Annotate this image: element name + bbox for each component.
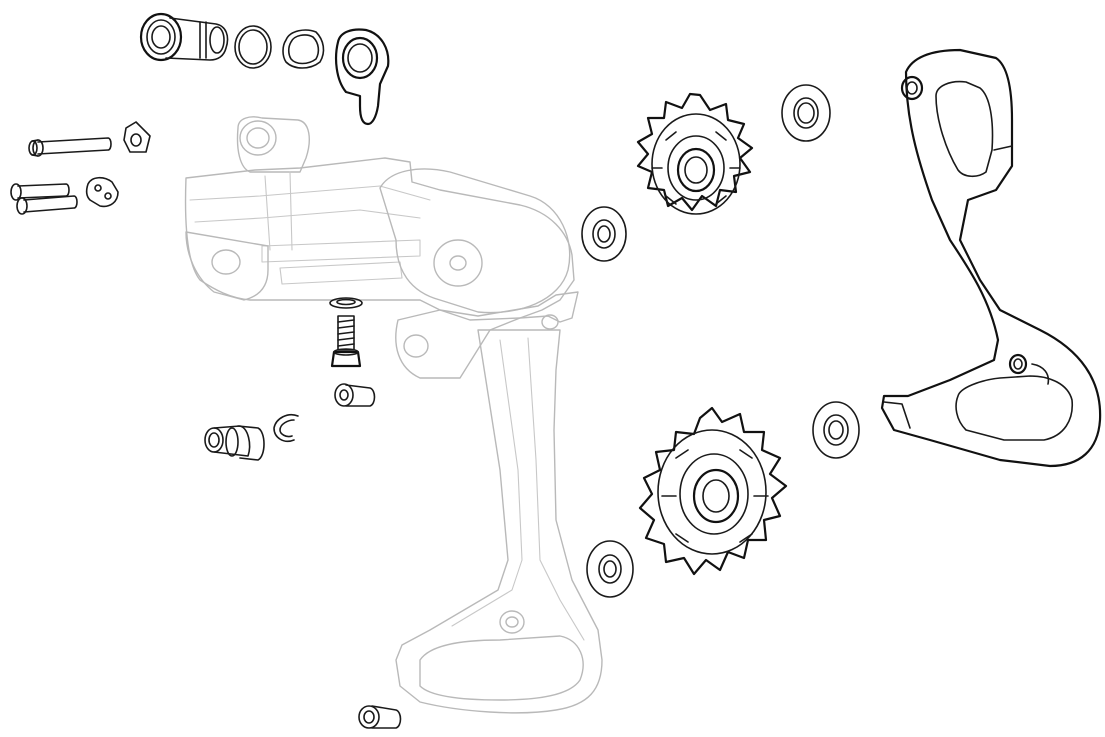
- long-pin-bolt: [28, 137, 112, 157]
- b-tension-plate: [335, 28, 390, 126]
- upper-pulley-washer-inner: [581, 206, 627, 262]
- cage-bottom-bolt: [358, 705, 402, 729]
- square-seal: [282, 29, 325, 69]
- lower-pulley-washer-outer: [586, 540, 634, 598]
- cable-anchor-bolt: [330, 315, 362, 368]
- pivot-axle: [204, 425, 265, 461]
- twin-pin-bolts: [10, 183, 78, 215]
- upper-jockey-wheel: [636, 92, 754, 215]
- cable-washer: [329, 297, 363, 309]
- lower-jockey-wheel: [638, 406, 788, 576]
- o-ring: [234, 25, 272, 69]
- flanged-nut: [334, 383, 376, 407]
- small-triangular-nut: [123, 121, 151, 153]
- outer-cage-plate: [880, 48, 1102, 468]
- double-hole-washer: [85, 176, 119, 208]
- lower-pulley-washer-inner: [812, 401, 860, 459]
- c-clip: [273, 413, 299, 443]
- upper-pulley-washer-outer: [781, 84, 831, 142]
- derailleur-body-ghost: [184, 116, 603, 714]
- b-bolt-bushing: [139, 12, 229, 62]
